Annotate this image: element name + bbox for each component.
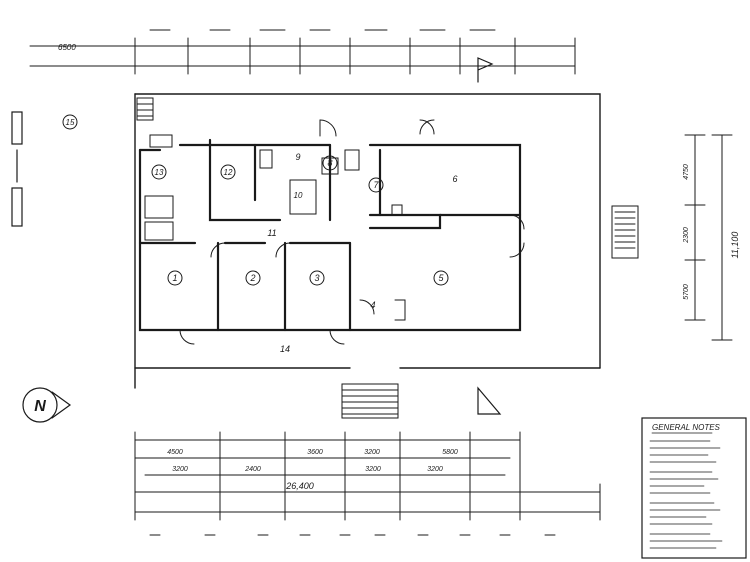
veranda-outline [134, 93, 601, 389]
dim-seg-f: 3600 [307, 449, 323, 456]
built-in-fixtures [144, 134, 406, 321]
svg-text:11: 11 [267, 228, 276, 238]
svg-text:4: 4 [370, 300, 375, 310]
dim-side-1: 4750 [683, 164, 690, 180]
svg-text:10: 10 [294, 191, 303, 200]
side-dimension-lines [684, 134, 733, 341]
room-label-9: 9 [295, 152, 300, 162]
house-walls [138, 138, 522, 332]
svg-text:7: 7 [373, 180, 379, 190]
room-labels: 1 2 3 4 5 6 7 8 9 10 11 12 13 14 15 [62, 114, 458, 354]
bottom-dimension-lines [134, 431, 601, 536]
general-notes-title: GENERAL NOTES [652, 423, 721, 432]
svg-text:14: 14 [280, 344, 290, 354]
general-notes-box: GENERAL NOTES [641, 417, 747, 559]
room-label-14: 14 [280, 344, 290, 354]
room-label-3: 3 [309, 270, 325, 286]
svg-text:3: 3 [314, 273, 319, 283]
svg-text:15: 15 [66, 118, 75, 127]
dim-side-3: 5700 [683, 284, 690, 300]
stairs-front [341, 383, 399, 419]
dim-seg-b: 3200 [427, 466, 443, 473]
room-label-13: 13 [151, 164, 167, 180]
dim-seg-a: 3200 [172, 466, 188, 473]
room-label-5: 5 [433, 270, 449, 286]
flag-marker-icon [477, 57, 494, 83]
doors [179, 119, 525, 345]
svg-text:12: 12 [224, 168, 233, 177]
dim-left-offset: 6500 [58, 43, 76, 52]
room-label-10: 10 [294, 191, 303, 200]
stairs-top-left [136, 97, 154, 121]
svg-text:8: 8 [327, 158, 332, 168]
dim-overall-length: 26,400 [285, 481, 314, 491]
svg-text:13: 13 [155, 168, 164, 177]
section-triangle-icon [477, 386, 502, 415]
dim-side-2: 2300 [683, 227, 690, 244]
north-arrow-icon: N [22, 387, 72, 423]
room-label-1: 1 [167, 270, 183, 286]
dim-seg-g: 3200 [364, 449, 380, 456]
dim-seg-h: 5800 [442, 449, 458, 456]
room-label-11: 11 [267, 228, 276, 238]
room-label-15: 15 [62, 114, 78, 130]
left-section-marker [11, 111, 23, 227]
svg-text:1: 1 [172, 273, 177, 283]
room-label-6: 6 [452, 174, 457, 184]
dim-seg-e: 4500 [167, 449, 183, 456]
svg-text:5: 5 [438, 273, 444, 283]
dim-seg-d: 3200 [365, 466, 381, 473]
svg-text:2: 2 [249, 273, 255, 283]
stairs-right [611, 205, 639, 259]
top-dimension-lines [29, 29, 576, 75]
room-label-4: 4 [370, 300, 375, 310]
room-label-8: 8 [322, 155, 338, 171]
dim-overall-width: 11,100 [730, 232, 740, 259]
room-label-12: 12 [220, 164, 236, 180]
room-label-7: 7 [368, 177, 384, 193]
dim-seg-c: 2400 [244, 466, 261, 473]
svg-text:6: 6 [452, 174, 457, 184]
svg-text:9: 9 [295, 152, 300, 162]
svg-text:N: N [34, 398, 46, 415]
room-label-2: 2 [245, 270, 261, 286]
